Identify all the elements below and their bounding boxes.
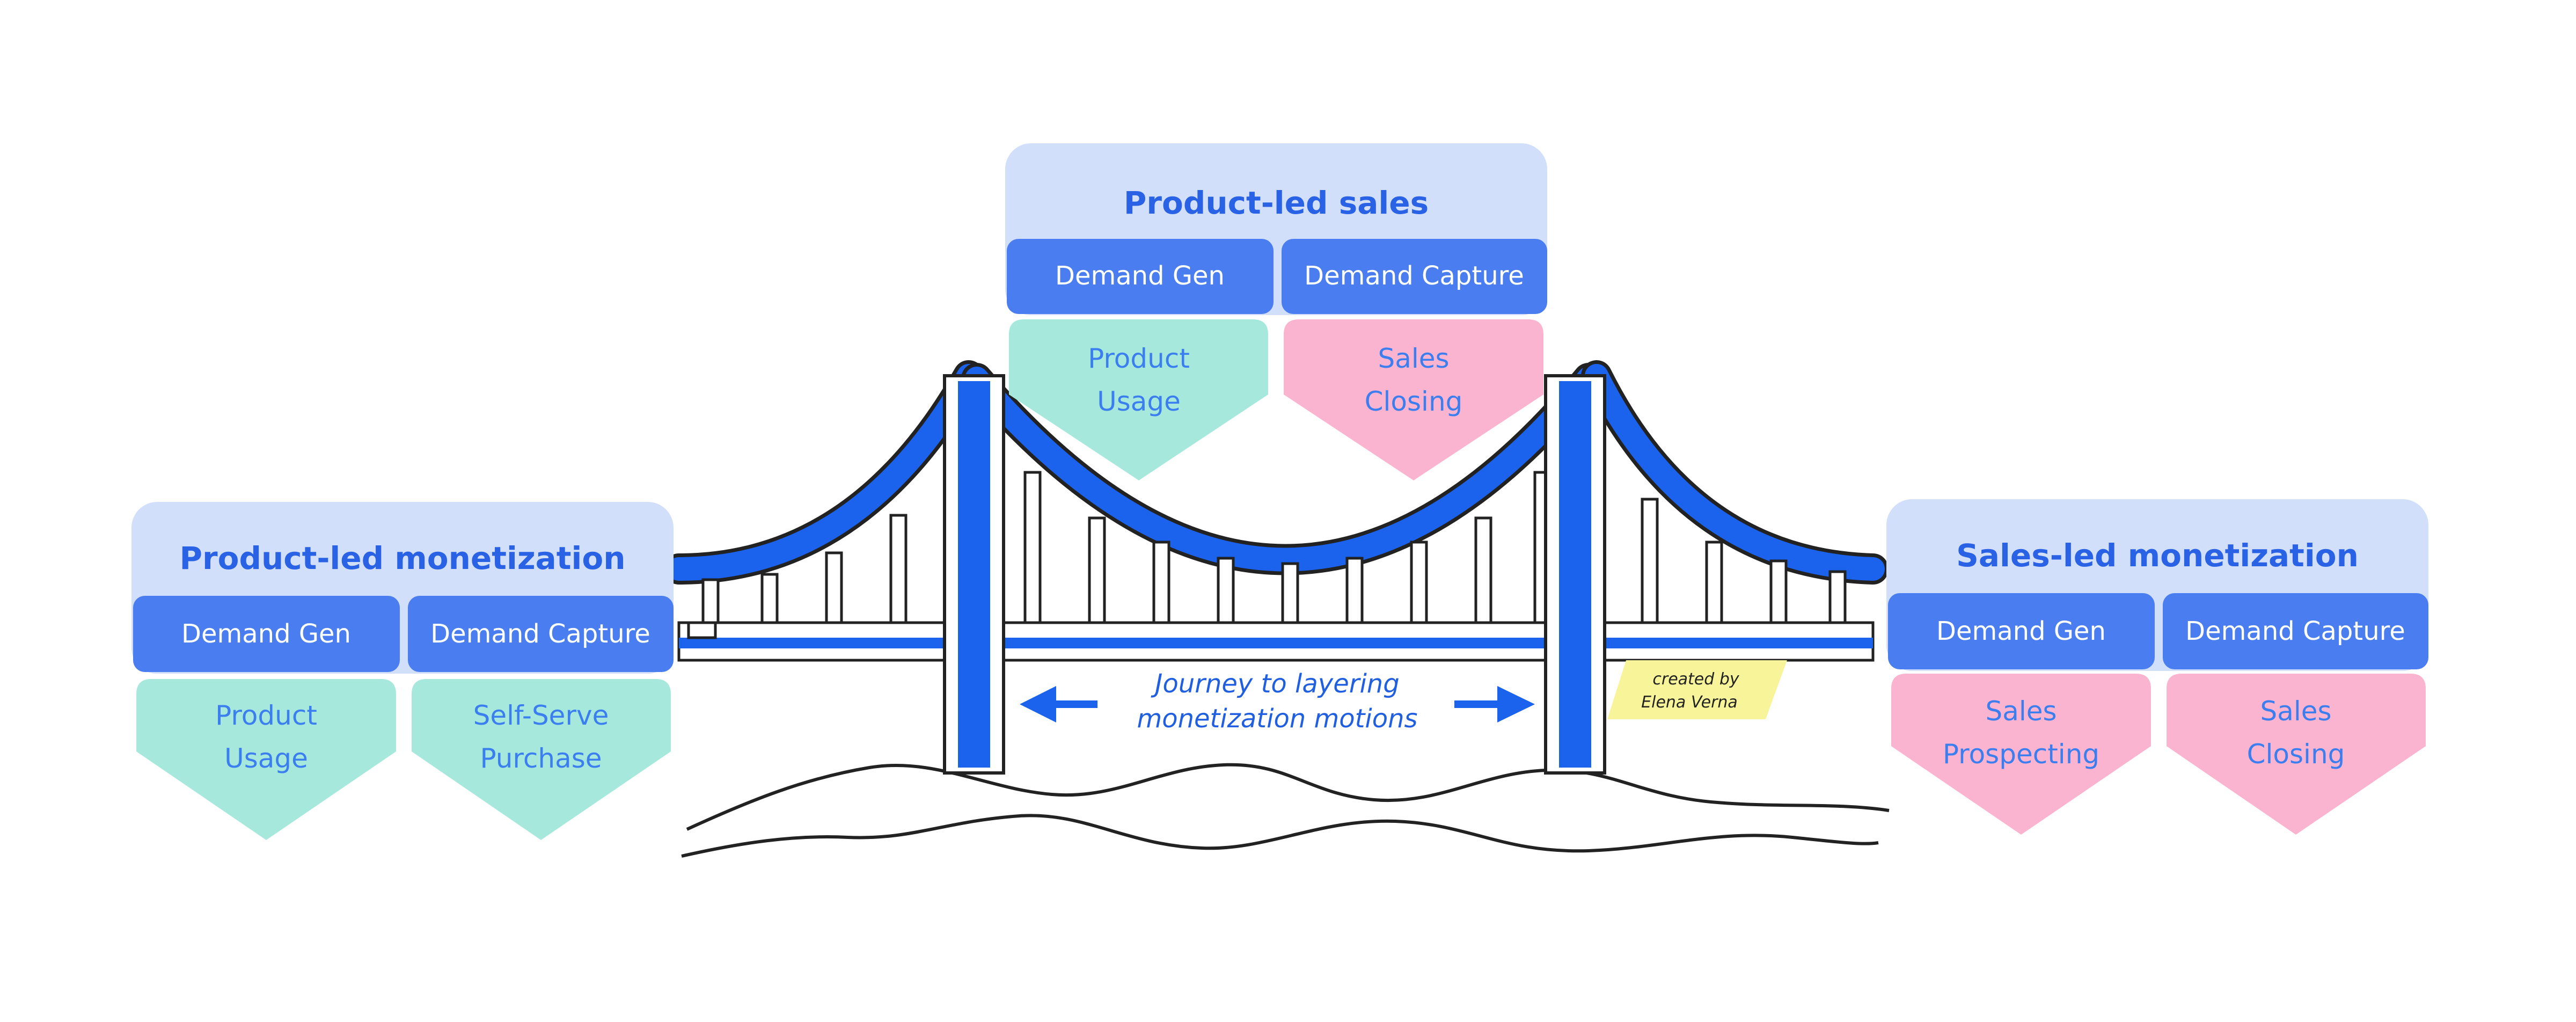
- bridge-illustration: [663, 360, 1890, 858]
- chevron-product-usage-line2: Usage: [224, 743, 308, 774]
- bridge-tower-left: [943, 374, 1005, 775]
- chevron-self-serve-purchase-line2: Purchase: [480, 743, 602, 774]
- tab-demand-capture-label: Demand Capture: [2185, 616, 2405, 646]
- panel-product-led-sales: Product-led sales Demand Gen Demand Capt…: [1005, 143, 1547, 480]
- chevron-product-usage-line1: Product: [215, 700, 317, 731]
- suspension-cables: [663, 360, 1889, 585]
- arrow-right-icon: [1454, 686, 1535, 722]
- tab-demand-capture: [1282, 239, 1547, 314]
- tab-demand-capture-label: Demand Capture: [1304, 261, 1524, 291]
- chevron-product-usage-line1: Product: [1088, 343, 1190, 374]
- chevron-self-serve-purchase-line1: Self-Serve: [473, 700, 609, 731]
- chevron-sales-closing-line2: Closing: [2247, 739, 2345, 770]
- tab-demand-gen-label: Demand Gen: [1936, 616, 2106, 646]
- chevron-sales-closing: [1284, 319, 1543, 480]
- journey-caption-line1: Journey to layering: [1151, 669, 1399, 699]
- chevron-sales-prospecting-line2: Prospecting: [1943, 739, 2099, 770]
- panel-title: Product-led sales: [1124, 185, 1429, 221]
- water-waves: [681, 763, 1890, 858]
- chevron-self-serve-purchase: [412, 679, 671, 840]
- tab-demand-capture: [2163, 593, 2428, 669]
- tab-demand-gen: [1007, 239, 1274, 314]
- panel-title: Sales-led monetization: [1956, 537, 2359, 574]
- chevron-sales-closing-line2: Closing: [1365, 386, 1463, 417]
- credit-line1: created by: [1652, 670, 1740, 689]
- bridge-tower-right: [1544, 374, 1606, 775]
- tab-demand-gen-label: Demand Gen: [1055, 261, 1225, 291]
- chevron-product-usage-line2: Usage: [1097, 386, 1181, 417]
- bridge-deck: [677, 621, 1875, 662]
- chevron-sales-closing: [2167, 674, 2426, 835]
- tab-demand-gen: [1888, 593, 2155, 669]
- tab-demand-gen-label: Demand Gen: [181, 619, 351, 649]
- chevron-sales-prospecting: [1891, 674, 2151, 835]
- tab-demand-gen: [133, 596, 400, 672]
- chevron-product-usage: [1009, 319, 1268, 480]
- panel-sales-led-monetization: Sales-led monetization Demand Gen Demand…: [1886, 499, 2428, 835]
- chevron-sales-prospecting-line1: Sales: [1985, 696, 2057, 727]
- credit-note: created by Elena Verna: [1607, 660, 1787, 719]
- tab-demand-capture: [408, 596, 674, 672]
- panel-product-led-monetization: Product-led monetization Demand Gen Dema…: [131, 502, 674, 840]
- journey-annotation: Journey to layering monetization motions: [1020, 669, 1535, 734]
- arrow-left-icon: [1020, 686, 1097, 722]
- chevron-product-usage: [136, 679, 396, 840]
- journey-caption-line2: monetization motions: [1137, 704, 1417, 734]
- tab-demand-capture-label: Demand Capture: [430, 619, 650, 649]
- chevron-sales-closing-line1: Sales: [1378, 343, 1449, 374]
- credit-line2: Elena Verna: [1641, 693, 1738, 712]
- panel-title: Product-led monetization: [179, 540, 625, 576]
- chevron-sales-closing-line1: Sales: [2260, 696, 2331, 727]
